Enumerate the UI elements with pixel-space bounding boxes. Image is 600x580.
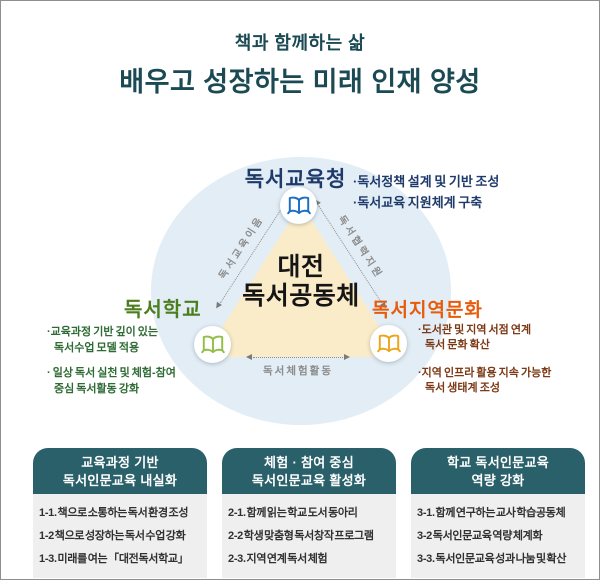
bullet-item: ·지역 인프라 활용 지속 가능한 독서 생태계 조성	[418, 366, 551, 397]
title-block: 책과 함께하는 삶 배우고 성장하는 미래 인재 양성	[1, 29, 599, 99]
node-bullets-regional-culture: ·도서관 및 지역 서점 연계 독서 문화 확산 ·지역 인프라 활용 지속 가…	[418, 323, 551, 409]
card-item: 1-2 책으로 성장하는 독서 수업 강화	[39, 529, 186, 542]
card-header: 교육과정 기반 독서인문교육 내실화	[33, 448, 207, 495]
page-subtitle: 책과 함께하는 삶	[234, 33, 366, 53]
strategy-card-1: 교육과정 기반 독서인문교육 내실화 1-1. 책으로 소통하는 독서 환경 조…	[33, 448, 207, 579]
card-header: 체험 · 참여 중심 독서인문교육 활성화	[222, 448, 396, 495]
arrow-head-icon	[344, 354, 350, 360]
bullet-item: ·독서교육 지원체계 구축	[353, 194, 483, 210]
diagram-center-label: 대전 독서공동체	[226, 253, 376, 311]
card-item: 3-1. 함께 연구하는 교사 학습공동체	[417, 506, 566, 519]
center-line2: 독서공동체	[242, 281, 360, 310]
card-title-line: 독서인문교육 활성화	[251, 472, 367, 488]
bullet-line: · 일상 독서 실천 및 체험-참여	[47, 366, 176, 379]
bullet-line: ·교육과정 기반 깊이 있는	[47, 326, 159, 338]
strategy-cards: 교육과정 기반 독서인문교육 내실화 1-1. 책으로 소통하는 독서 환경 조…	[33, 448, 585, 579]
bullet-line: 독서 문화 확산	[425, 339, 490, 352]
bullet-item: ·교육과정 기반 깊이 있는 독서수업 모델 적용	[47, 325, 176, 357]
node-icon-circle	[280, 187, 317, 224]
card-item: 2-2 학생 맞춤형 독서창작 프로그램	[228, 529, 374, 542]
bullet-line: ·지역 인프라 활용 지속 가능한	[418, 366, 552, 379]
card-title-line: 체험 · 참여 중심	[264, 455, 354, 470]
strategy-card-2: 체험 · 참여 중심 독서인문교육 활성화 2-1. 함께 읽는 학교 도서 동…	[222, 448, 396, 579]
card-item: 3-3. 독서인문교육 성과 나눔 및 확산	[417, 552, 567, 565]
node-bullets-reading-school: ·교육과정 기반 깊이 있는 독서수업 모델 적용 · 일상 독서 실천 및 체…	[47, 325, 176, 407]
edge-bottom-label: 독서체험활동	[263, 365, 333, 377]
card-body: 3-1. 함께 연구하는 교사 학습공동체 3-2 독서인문교육 역량 체계화 …	[411, 494, 585, 579]
double-arrow-icon	[246, 354, 350, 360]
bullet-item: ·도서관 및 지역 서점 연계 독서 문화 확산	[418, 323, 551, 354]
bullet-line: ·도서관 및 지역 서점 연계	[418, 324, 532, 336]
open-book-icon	[286, 196, 311, 214]
bullet-item: · 일상 독서 실천 및 체험-참여 중심 독서활동 강화	[47, 366, 176, 398]
open-book-icon	[376, 334, 401, 352]
edge-bottom-group: 독서체험활동	[246, 354, 350, 378]
card-title-line: 독서인문교육 내실화	[62, 472, 178, 488]
page-title: 배우고 성장하는 미래 인재 양성	[119, 67, 481, 97]
node-bullets-education-office: ·독서정책 설계 및 기반 조성 ·독서교육 지원체계 구축	[353, 172, 499, 214]
card-item: 2-1. 함께 읽는 학교 도서 동아리	[228, 506, 358, 519]
card-header: 학교 독서인문교육 역량 강화	[411, 448, 585, 495]
node-label-regional-culture: 독서지역문화	[372, 300, 483, 321]
bullet-item: ·독서정책 설계 및 기반 조성	[353, 174, 500, 189]
node-icon-circle	[194, 326, 231, 363]
bullet-line: 중심 독서활동 강화	[54, 382, 140, 395]
bullet-line: 독서 생태계 조성	[425, 382, 500, 395]
node-icon-circle	[370, 325, 407, 362]
open-book-icon	[200, 335, 225, 353]
card-title-line: 학교 독서인문교육	[447, 455, 549, 470]
card-item: 3-2 독서인문교육 역량 체계화	[417, 529, 543, 542]
card-item: 1-3. 미래를 여는 「대전독서학교」	[39, 552, 189, 565]
strategy-card-3: 학교 독서인문교육 역량 강화 3-1. 함께 연구하는 교사 학습공동체 3-…	[411, 448, 585, 579]
card-item: 1-1. 책으로 소통하는 독서 환경 조성	[39, 506, 189, 519]
node-label-reading-school: 독서학교	[124, 299, 202, 321]
dotted-line	[253, 356, 343, 358]
card-body: 2-1. 함께 읽는 학교 도서 동아리 2-2 학생 맞춤형 독서창작 프로그…	[222, 494, 396, 579]
card-title-line: 교육과정 기반	[81, 455, 159, 470]
arrow-head-icon	[246, 354, 252, 360]
bullet-line: 독서수업 모델 적용	[54, 341, 140, 354]
center-line1: 대전	[277, 253, 325, 281]
card-item: 2-3. 지역 연계 독서 체험	[228, 552, 328, 565]
node-label-education-office: 독서교육청	[244, 168, 347, 191]
card-body: 1-1. 책으로 소통하는 독서 환경 조성 1-2 책으로 성장하는 독서 수…	[33, 494, 207, 579]
card-title-line: 역량 강화	[471, 472, 525, 488]
